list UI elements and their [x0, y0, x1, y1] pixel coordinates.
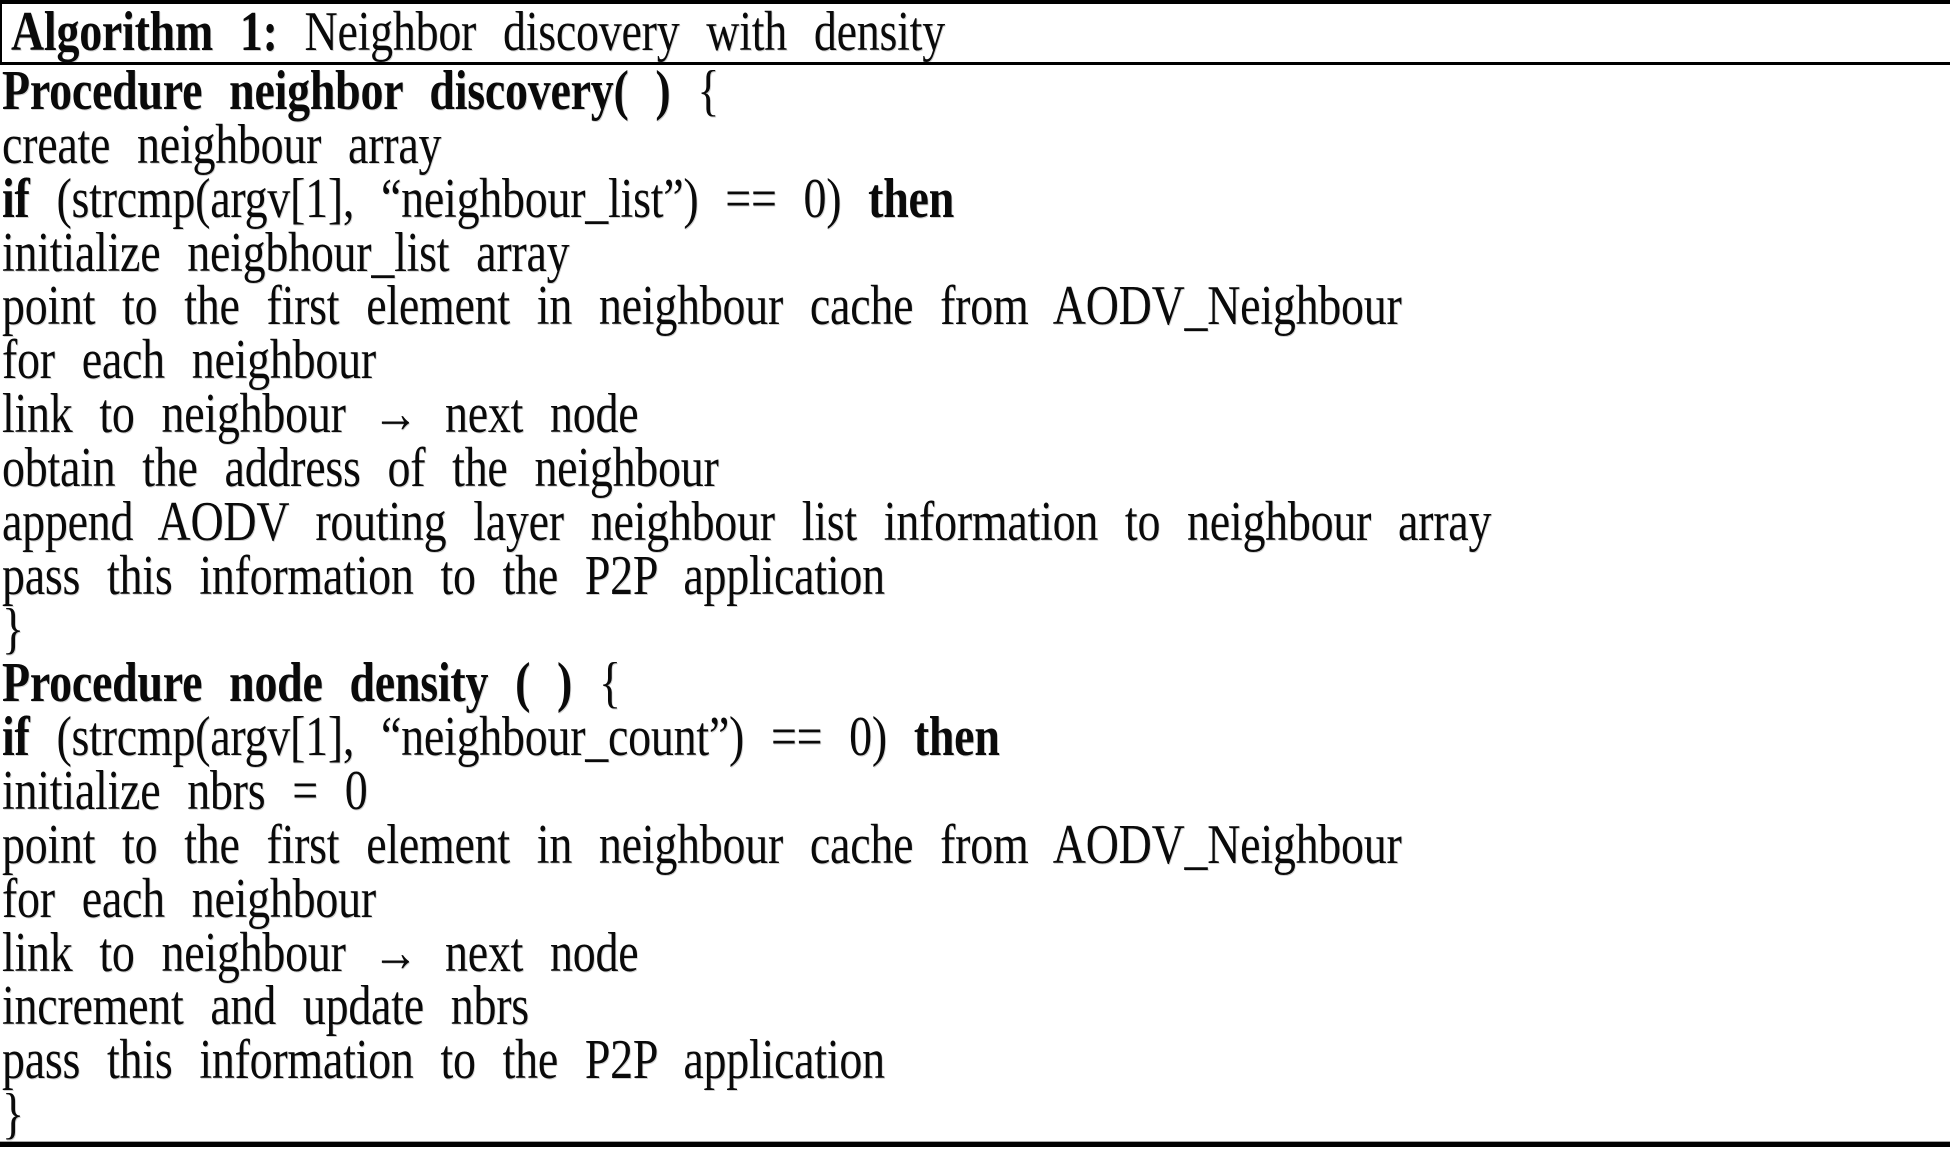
algorithm-title: Neighbor discovery with density	[304, 1, 946, 63]
code-text: }	[2, 598, 24, 661]
code-text: point to the first element in neighbour …	[2, 275, 1402, 338]
algorithm-line-text: Procedure neighbor discovery( ) {	[2, 63, 719, 119]
algorithm-line: if (strcmp(argv[1], “neighbour_count”) =…	[2, 709, 1950, 765]
algorithm-line: pass this information to the P2P applica…	[2, 1032, 1950, 1088]
algorithm-line: for each neighbour	[2, 332, 1950, 388]
algorithm-line-text: link to neighbour → next node	[2, 925, 639, 981]
algorithm-line: link to neighbour → next node	[2, 386, 1950, 442]
keyword-text: then	[913, 706, 1000, 769]
algorithm-line-text: point to the first element in neighbour …	[2, 817, 1402, 873]
algorithm-line: pass this information to the P2P applica…	[2, 548, 1950, 604]
algorithm-caption-text: Algorithm 1: Neighbor discovery with den…	[11, 4, 945, 60]
algorithm-line-text: }	[2, 601, 24, 657]
code-text: link to neighbour → next node	[2, 383, 639, 446]
algorithm-line: initialize neigbhour_list array	[2, 225, 1950, 281]
algorithm-line: point to the first element in neighbour …	[2, 817, 1950, 873]
keyword-text: then	[868, 167, 955, 230]
algorithm-line-text: link to neighbour → next node	[2, 386, 639, 442]
code-text: (strcmp(argv[1], “neighbour_list”) == 0)	[29, 167, 869, 230]
algorithm-line-text: point to the first element in neighbour …	[2, 278, 1402, 334]
code-text: create neighbour array	[2, 113, 442, 176]
algorithm-line-text: }	[2, 1086, 24, 1142]
code-text: point to the first element in neighbour …	[2, 813, 1402, 876]
code-text: (strcmp(argv[1], “neighbour_count”) == 0…	[29, 706, 914, 769]
code-text: pass this information to the P2P applica…	[2, 544, 885, 607]
algorithm-line-text: obtain the address of the neighbour	[2, 440, 719, 496]
bottom-rule	[0, 1142, 1950, 1147]
code-text: link to neighbour → next node	[2, 921, 639, 984]
keyword-text: if	[2, 167, 30, 230]
algorithm-line: if (strcmp(argv[1], “neighbour_list”) ==…	[2, 171, 1950, 227]
algorithm-line-text: if (strcmp(argv[1], “neighbour_count”) =…	[2, 709, 1000, 765]
algorithm-line-text: append AODV routing layer neighbour list…	[2, 494, 1491, 550]
algorithm-line-text: initialize neigbhour_list array	[2, 225, 570, 281]
algorithm-label: Algorithm 1:	[11, 1, 278, 63]
algorithm-line: point to the first element in neighbour …	[2, 278, 1950, 334]
algorithm-line-text: Procedure node density ( ) {	[2, 655, 621, 711]
code-text: append AODV routing layer neighbour list…	[2, 490, 1492, 553]
algorithm-line-text: if (strcmp(argv[1], “neighbour_list”) ==…	[2, 171, 954, 227]
code-text: initialize nbrs = 0	[2, 759, 368, 822]
algorithm-line-text: pass this information to the P2P applica…	[2, 1032, 885, 1088]
algorithm-line-text: for each neighbour	[2, 871, 376, 927]
code-text: increment and update nbrs	[2, 975, 529, 1038]
algorithm-line-text: initialize nbrs = 0	[2, 763, 368, 819]
top-rule	[0, 0, 1950, 4]
algorithm-line: increment and update nbrs	[2, 978, 1950, 1034]
algorithm-line: append AODV routing layer neighbour list…	[2, 494, 1950, 550]
algorithm-line: initialize nbrs = 0	[2, 763, 1950, 819]
algorithm-line-text: pass this information to the P2P applica…	[2, 548, 885, 604]
code-text: initialize neigbhour_list array	[2, 221, 570, 284]
algorithm-line: }	[2, 1086, 1950, 1142]
keyword-text: Procedure node density ( )	[2, 652, 573, 715]
caption-spacer	[278, 1, 305, 63]
algorithm-line: obtain the address of the neighbour	[2, 440, 1950, 496]
algorithm-line: create neighbour array	[2, 117, 1950, 173]
code-text: for each neighbour	[2, 867, 376, 930]
algorithm-line: for each neighbour	[2, 871, 1950, 927]
code-text: }	[2, 1083, 24, 1146]
algorithm-line: Procedure neighbor discovery( ) {	[2, 63, 1950, 119]
algorithm-line: link to neighbour → next node	[2, 925, 1950, 981]
caption-rule	[0, 62, 1950, 65]
algorithm-line-text: for each neighbour	[2, 332, 376, 388]
keyword-text: Procedure neighbor discovery( )	[2, 60, 671, 122]
algorithm-line: Procedure node density ( ) {	[2, 655, 1950, 711]
algorithm-caption: Algorithm 1: Neighbor discovery with den…	[0, 4, 1950, 62]
keyword-text: if	[2, 706, 30, 769]
algorithm-line-text: create neighbour array	[2, 117, 441, 173]
code-text: obtain the address of the neighbour	[2, 436, 719, 499]
code-text: {	[572, 652, 621, 715]
code-text: {	[670, 60, 720, 122]
code-text: for each neighbour	[2, 329, 376, 392]
algorithm-line: }	[2, 601, 1950, 657]
algorithm-line-text: increment and update nbrs	[2, 978, 529, 1034]
code-text: pass this information to the P2P applica…	[2, 1029, 885, 1092]
algorithm-body: Procedure neighbor discovery( ) {create …	[0, 63, 1950, 1142]
